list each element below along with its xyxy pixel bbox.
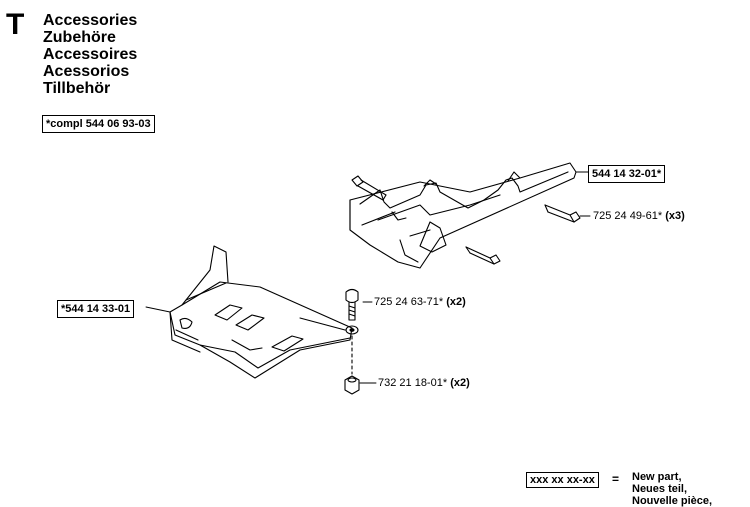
title-pt: Acessorios bbox=[43, 63, 130, 80]
upper-guard-screws bbox=[351, 175, 581, 265]
upper-screw-part-label: 725 24 49-61* (x3) bbox=[593, 209, 685, 223]
title-de: Zubehöre bbox=[43, 29, 116, 46]
legend-line-fr: Nouvelle pièce, bbox=[632, 495, 713, 507]
legend-equals: = bbox=[612, 472, 620, 486]
title-block: Accessories Zubehöre Accessoires Acessor… bbox=[43, 12, 137, 97]
section-letter: T bbox=[6, 8, 25, 41]
legend-code-box: xxx xx xx-xx bbox=[526, 472, 599, 488]
bolt-washer-nut-stack bbox=[344, 288, 360, 395]
lower-screw-part-label: 725 24 63-71* (x2) bbox=[374, 295, 466, 309]
upper-guard-drawing bbox=[349, 162, 577, 269]
title-sv: Tillbehör bbox=[43, 80, 111, 97]
lower-screw-number: 725 24 63-71* bbox=[374, 296, 444, 308]
lower-guard-part-label: *544 14 33-01 bbox=[57, 300, 135, 318]
leader-lines bbox=[145, 171, 591, 384]
lower-guard-drawing bbox=[169, 245, 353, 379]
legend-line-de: Neues teil, bbox=[632, 483, 688, 495]
upper-screw-qty: (x3) bbox=[665, 210, 685, 222]
nut-part-label: 732 21 18-01* (x2) bbox=[378, 376, 470, 390]
title-fr: Accessoires bbox=[43, 46, 138, 63]
legend-line-en: New part, bbox=[632, 471, 682, 483]
title-en: Accessories bbox=[43, 12, 138, 29]
nut-number: 732 21 18-01* bbox=[378, 377, 448, 389]
lower-screw-qty: (x2) bbox=[446, 296, 466, 308]
upper-screw-number: 725 24 49-61* bbox=[593, 210, 663, 222]
nut-qty: (x2) bbox=[450, 377, 470, 389]
upper-guard-part-label: 544 14 32-01* bbox=[588, 165, 666, 183]
kit-number-label: *compl 544 06 93-03 bbox=[42, 115, 155, 133]
